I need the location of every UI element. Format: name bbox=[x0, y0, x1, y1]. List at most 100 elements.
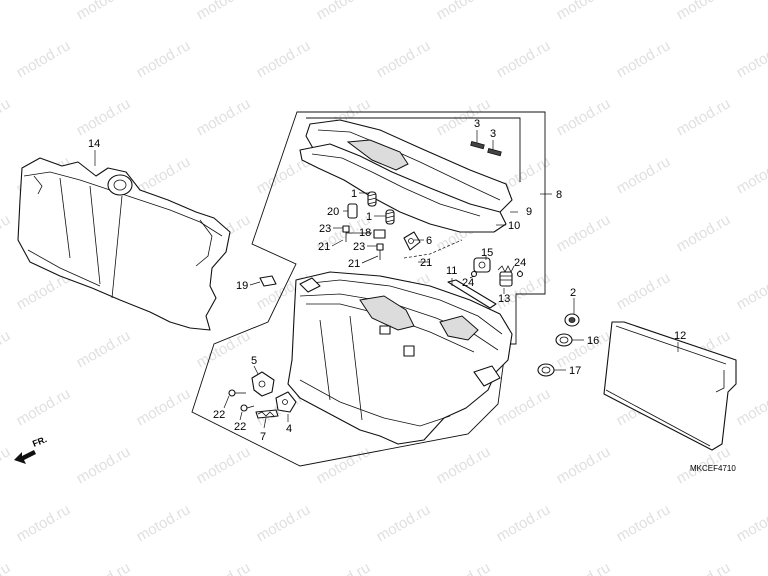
main-case[interactable] bbox=[287, 271, 513, 445]
watermark-text: motod.ru bbox=[554, 211, 614, 255]
watermark-text: motod.ru bbox=[74, 327, 134, 371]
callout-13: 13 bbox=[498, 293, 510, 305]
watermark-text: motod.ru bbox=[14, 385, 74, 429]
part-19-clip[interactable] bbox=[259, 275, 277, 287]
callout-1a: 1 bbox=[351, 188, 357, 200]
watermark-text: motod.ru bbox=[494, 37, 554, 81]
left-arrow-icon bbox=[14, 450, 36, 464]
callout-17: 17 bbox=[569, 365, 581, 377]
watermark-text: motod.ru bbox=[554, 0, 614, 23]
watermark-text: motod.ru bbox=[194, 559, 254, 576]
watermark-text: motod.ru bbox=[0, 559, 13, 576]
watermark-text: motod.ru bbox=[734, 269, 768, 313]
callout-2: 2 bbox=[570, 287, 576, 299]
watermark-text: motod.ru bbox=[374, 501, 434, 545]
direction-indicator: FR. bbox=[14, 434, 48, 464]
callout-3a: 3 bbox=[474, 118, 480, 130]
callout-11: 11 bbox=[446, 265, 457, 277]
latch-components[interactable] bbox=[342, 191, 463, 260]
watermark-text: motod.ru bbox=[674, 211, 734, 255]
watermark-text: motod.ru bbox=[554, 443, 614, 487]
watermark-text: motod.ru bbox=[434, 0, 494, 23]
watermark-text: motod.ru bbox=[0, 95, 13, 139]
watermark-text: motod.ru bbox=[0, 211, 13, 255]
watermark-text: motod.ru bbox=[494, 385, 554, 429]
callout-15: 15 bbox=[481, 247, 493, 259]
watermark-text: motod.ru bbox=[674, 559, 734, 576]
callout-23a: 23 bbox=[319, 223, 331, 235]
watermark-text: motod.ru bbox=[734, 153, 768, 197]
callout-6: 6 bbox=[426, 235, 432, 247]
callout-1b: 1 bbox=[366, 211, 372, 223]
callout-22b: 22 bbox=[234, 421, 246, 433]
watermark-text: motod.ru bbox=[434, 95, 494, 139]
watermark-text: motod.ru bbox=[374, 37, 434, 81]
watermark-text: motod.ru bbox=[554, 559, 614, 576]
callout-5: 5 bbox=[251, 355, 257, 367]
watermark-text: motod.ru bbox=[734, 501, 768, 545]
watermark-text: motod.ru bbox=[494, 501, 554, 545]
watermark-text: motod.ru bbox=[14, 37, 74, 81]
part-12-panel[interactable] bbox=[603, 321, 737, 451]
callout-23b: 23 bbox=[353, 241, 365, 253]
watermark-text: motod.ru bbox=[74, 0, 134, 23]
part-3-emblems[interactable] bbox=[470, 141, 502, 157]
callout-24b: 24 bbox=[514, 257, 526, 269]
watermark-text: motod.ru bbox=[434, 443, 494, 487]
callout-3b: 3 bbox=[490, 128, 496, 140]
watermark-text: motod.ru bbox=[734, 37, 768, 81]
callout-7: 7 bbox=[260, 431, 266, 443]
callout-20: 20 bbox=[327, 206, 339, 218]
callout-21a: 21 bbox=[318, 241, 330, 253]
watermark-text: motod.ru bbox=[674, 95, 734, 139]
watermark-text: motod.ru bbox=[194, 95, 254, 139]
watermark-text: motod.ru bbox=[314, 559, 374, 576]
watermark-text: motod.ru bbox=[254, 37, 314, 81]
watermark-text: motod.ru bbox=[614, 37, 674, 81]
part-10-inner-lid[interactable] bbox=[299, 143, 507, 233]
watermark-text: motod.ru bbox=[194, 327, 254, 371]
callout-12: 12 bbox=[674, 330, 686, 342]
callout-8: 8 bbox=[556, 189, 562, 201]
callout-14: 14 bbox=[88, 138, 100, 150]
callout-22a: 22 bbox=[213, 409, 225, 421]
hinge-components[interactable] bbox=[447, 257, 524, 309]
watermark-text: motod.ru bbox=[0, 0, 13, 23]
watermark-text: motod.ru bbox=[614, 269, 674, 313]
watermark-text: motod.ru bbox=[734, 385, 768, 429]
watermark-text: motod.ru bbox=[134, 385, 194, 429]
watermark-text: motod.ru bbox=[74, 443, 134, 487]
leader-lines bbox=[94, 130, 679, 429]
watermark-text: motod.ru bbox=[554, 95, 614, 139]
watermark-text: motod.ru bbox=[254, 501, 314, 545]
watermark-text: motod.ru bbox=[314, 443, 374, 487]
callout-21b: 21 bbox=[348, 258, 360, 270]
watermark-text: motod.ru bbox=[74, 95, 134, 139]
assembly-frame bbox=[191, 111, 546, 467]
watermark-text: motod.ru bbox=[314, 0, 374, 23]
watermark-text: motod.ru bbox=[134, 37, 194, 81]
watermark-text: motod.ru bbox=[614, 153, 674, 197]
diagram-code: MKCEF4710 bbox=[690, 464, 736, 473]
lock-components[interactable] bbox=[228, 371, 297, 419]
watermark-text: motod.ru bbox=[194, 443, 254, 487]
direction-label: FR. bbox=[31, 434, 48, 449]
callout-4: 4 bbox=[286, 423, 292, 435]
watermark-text: motod.ru bbox=[614, 501, 674, 545]
callout-16: 16 bbox=[587, 335, 599, 347]
watermark-text: motod.ru bbox=[14, 501, 74, 545]
callout-21c: 21 bbox=[420, 257, 432, 269]
callout-18: 18 bbox=[359, 227, 371, 239]
watermark-text: motod.ru bbox=[74, 559, 134, 576]
watermark-text: motod.ru bbox=[0, 327, 13, 371]
callout-numbers: 14 8 9 10 3 3 1 1 20 23 18 21 6 23 21 21… bbox=[88, 118, 686, 443]
callout-9: 9 bbox=[526, 206, 532, 218]
callout-24a: 24 bbox=[462, 277, 474, 289]
watermark-text: motod.ru bbox=[134, 501, 194, 545]
watermark-text: motod.ru bbox=[0, 443, 13, 487]
grommet-components[interactable] bbox=[537, 313, 580, 377]
callout-10: 10 bbox=[508, 220, 520, 232]
part-14-side-cover[interactable] bbox=[17, 157, 231, 331]
